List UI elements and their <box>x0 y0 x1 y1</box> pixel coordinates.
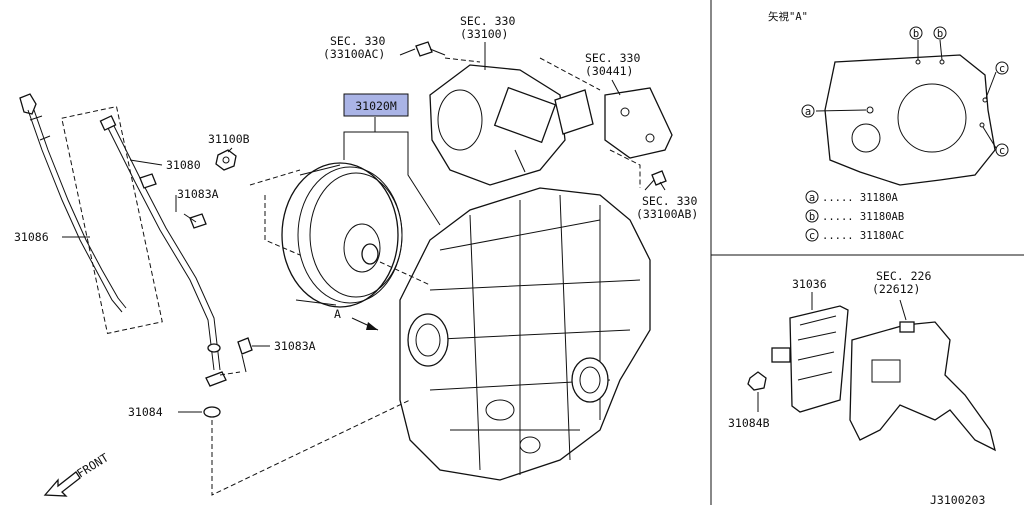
dipstick-tube-31080 <box>61 105 227 418</box>
label-sec330-30441-line1: SEC. 330 <box>585 51 640 65</box>
label-sec330-33100ab-line2: (33100AB) <box>636 207 698 221</box>
dipstick-31086 <box>19 93 127 313</box>
assembly-guide-lines <box>211 57 641 496</box>
label-31084b: 31084B <box>728 416 770 430</box>
label-front: FRONT <box>74 450 111 480</box>
label-31020m: 31020M <box>355 99 397 113</box>
svg-text:..... 31180AB: ..... 31180AB <box>822 211 904 223</box>
nut-31100b <box>215 149 237 171</box>
bolt-31083a-bottom <box>237 337 253 373</box>
tcm-bracket-22612 <box>849 321 996 452</box>
torque-converter-31020m <box>281 162 403 308</box>
legend-row-a: a ..... 31180A <box>805 190 899 204</box>
inset-view-a: 矢視"A" b b c c a a ..... 31180A b <box>768 10 1009 242</box>
marker-c-upper: c <box>999 63 1005 75</box>
label-sec226-line2: (22612) <box>872 282 920 296</box>
label-sec330-33100-line2: (33100) <box>460 27 508 41</box>
svg-text:b: b <box>809 211 815 223</box>
marker-a: a <box>805 106 811 118</box>
housing-bore-small <box>851 123 881 153</box>
label-31100b: 31100B <box>208 132 250 146</box>
diagram-id: J3100203 <box>930 493 985 507</box>
leader-lines <box>62 42 666 413</box>
marker-b-top-left: b <box>913 28 919 40</box>
label-31036: 31036 <box>792 277 827 291</box>
label-31083a-top: 31083A <box>177 187 219 201</box>
legend-row-b: b ..... 31180AB <box>805 209 904 223</box>
label-view-arrow-a: A <box>334 307 341 321</box>
highlight-31020m <box>343 93 409 117</box>
marker-b-top-right: b <box>937 28 943 40</box>
housing-face-outline <box>824 54 996 186</box>
label-31080: 31080 <box>166 158 201 172</box>
inset-tcm: 31036 SEC. 226 (22612) 31084B <box>728 269 996 452</box>
svg-text:..... 31180A: ..... 31180A <box>822 192 899 204</box>
label-sec330-33100ab-line1: SEC. 330 <box>642 194 697 208</box>
bracket-30441 <box>604 87 673 159</box>
bolt-33100ac <box>415 41 446 57</box>
marker-c-lower: c <box>999 145 1005 157</box>
oil-pump-33100 <box>429 64 594 186</box>
front-arrow-icon <box>43 471 81 497</box>
bolt-33100ab <box>644 170 667 191</box>
housing-bore-large <box>897 83 967 153</box>
bolt-31083a-top <box>183 213 207 229</box>
legend-row-c: c ..... 31180AC <box>805 228 904 242</box>
label-31086: 31086 <box>14 230 49 244</box>
label-sec330-33100-line1: SEC. 330 <box>460 14 515 28</box>
label-31084: 31084 <box>128 405 163 419</box>
nut-31084b <box>747 371 767 391</box>
view-a-title: 矢視"A" <box>768 10 808 23</box>
svg-text:c: c <box>809 230 815 242</box>
svg-text:a: a <box>809 192 815 204</box>
tcm-connector <box>771 347 791 363</box>
label-31083a-bottom: 31083A <box>274 339 316 353</box>
svg-text:..... 31180AC: ..... 31180AC <box>822 230 904 242</box>
label-sec330-33100ac-line1: SEC. 330 <box>330 34 385 48</box>
label-sec330-30441-line2: (30441) <box>585 64 633 78</box>
tcm-module-31036 <box>789 305 849 413</box>
label-sec226-line1: SEC. 226 <box>876 269 931 283</box>
view-arrow-a <box>351 317 379 331</box>
label-sec330-33100ac-line2: (33100AC) <box>323 47 385 61</box>
transaxle-assembly <box>399 187 651 481</box>
